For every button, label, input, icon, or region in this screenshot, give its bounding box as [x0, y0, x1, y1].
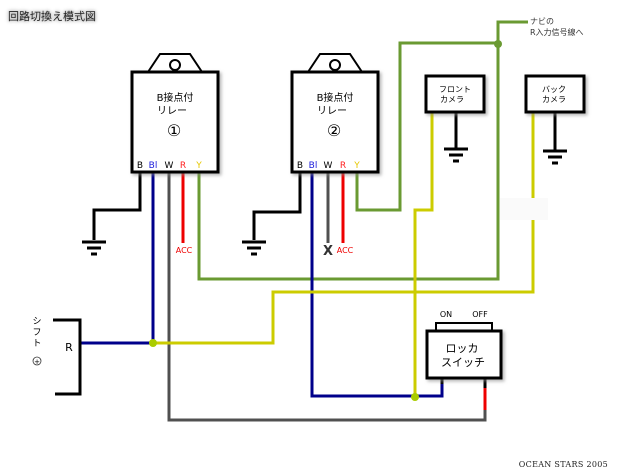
relay-2-acc-label: ACC [337, 246, 354, 255]
front-camera-label-1: フロント [439, 85, 471, 94]
back-camera-box [524, 74, 586, 114]
shift-label-3: ト [32, 339, 41, 349]
relay-1-body [130, 70, 220, 174]
relay-2-body [290, 70, 380, 174]
relay-1-pin-w: W [165, 161, 174, 171]
footer-credit: OCEAN STARS 2005 [518, 460, 608, 469]
rocker-switch-label-2: スイッチ [441, 356, 485, 369]
shift-bracket [53, 318, 82, 396]
shift-connector: シ フ ト + R [32, 317, 82, 396]
relay-2-pin-bl: Bl [309, 161, 318, 171]
relay-2-pin-w: W [324, 161, 333, 171]
relay-1-label-2: リレー [157, 106, 187, 117]
relay-2-label-2: リレー [317, 106, 347, 117]
faint-background-patch [500, 198, 548, 220]
relay-1-label-1: B接点付 [157, 91, 194, 104]
rocker-switch-body [425, 329, 503, 380]
relay-1-pin-r: R [180, 161, 186, 171]
relay-2-label-1: B接点付 [317, 91, 354, 104]
shift-label-2: フ [32, 328, 41, 338]
relay-2-pin-b: B [297, 161, 303, 171]
wire-relay1-w [167, 172, 487, 422]
relay-1-number: ① [167, 121, 181, 140]
relay-2-pin-r: R [340, 161, 346, 171]
relay-2-pin-y: Y [353, 161, 360, 171]
front-camera: フロント カメラ [424, 74, 486, 114]
relay-2-number: ② [327, 121, 341, 140]
relay-1: B接点付 リレー ① B Bl W R Y ACC [130, 53, 220, 255]
wire-relay2-b-ground [252, 172, 302, 240]
shift-plus: + [34, 358, 40, 366]
wire-back-camera [153, 112, 535, 345]
ground-symbol [543, 112, 567, 165]
rocker-switch: ON OFF ロッカ スイッチ [425, 310, 503, 380]
junction-switch [411, 393, 419, 401]
relay-1-pin-bl: Bl [149, 161, 158, 171]
rocker-switch-label-1: ロッカ [446, 342, 479, 355]
shift-label-1: シ [32, 317, 41, 327]
wire-relay2-y [355, 20, 528, 212]
shift-position-r: R [65, 341, 73, 354]
rocker-switch-on-label: ON [440, 310, 452, 319]
relay-1-pin-y: Y [195, 161, 202, 171]
back-camera: バック カメラ [524, 74, 586, 114]
shift-plus-circle [32, 356, 42, 366]
relay-2-mount-hole [329, 59, 341, 71]
diagram-title: 回路切換え模式図 [8, 10, 96, 23]
ground-symbol [242, 240, 266, 256]
back-camera-label-2: カメラ [542, 95, 566, 104]
wire-relay1-b-ground [92, 172, 142, 240]
relay-1-mount-hole [169, 59, 181, 71]
back-camera-label-1: バック [542, 85, 566, 94]
wire-relay2-bl [310, 172, 444, 398]
junction-shift [149, 339, 157, 347]
relay-1-pin-b: B [137, 161, 143, 171]
wire-front-camera [413, 112, 434, 397]
front-camera-label-2: カメラ [440, 95, 464, 104]
ground-symbol [444, 112, 468, 163]
rocker-switch-off-label: OFF [472, 310, 488, 319]
junction-navi [494, 40, 502, 48]
ground-symbol [82, 240, 106, 256]
wire-relay1-y [197, 43, 500, 281]
navi-label-2: R入力信号線へ [530, 27, 584, 37]
navi-label-1: ナビの [530, 17, 554, 26]
front-camera-box [424, 74, 486, 114]
relay-2: B接点付 リレー ② B Bl W R Y X ACC [290, 53, 380, 259]
relay-2-unused-mark: X [323, 244, 333, 259]
relay-1-acc-label: ACC [176, 246, 193, 255]
